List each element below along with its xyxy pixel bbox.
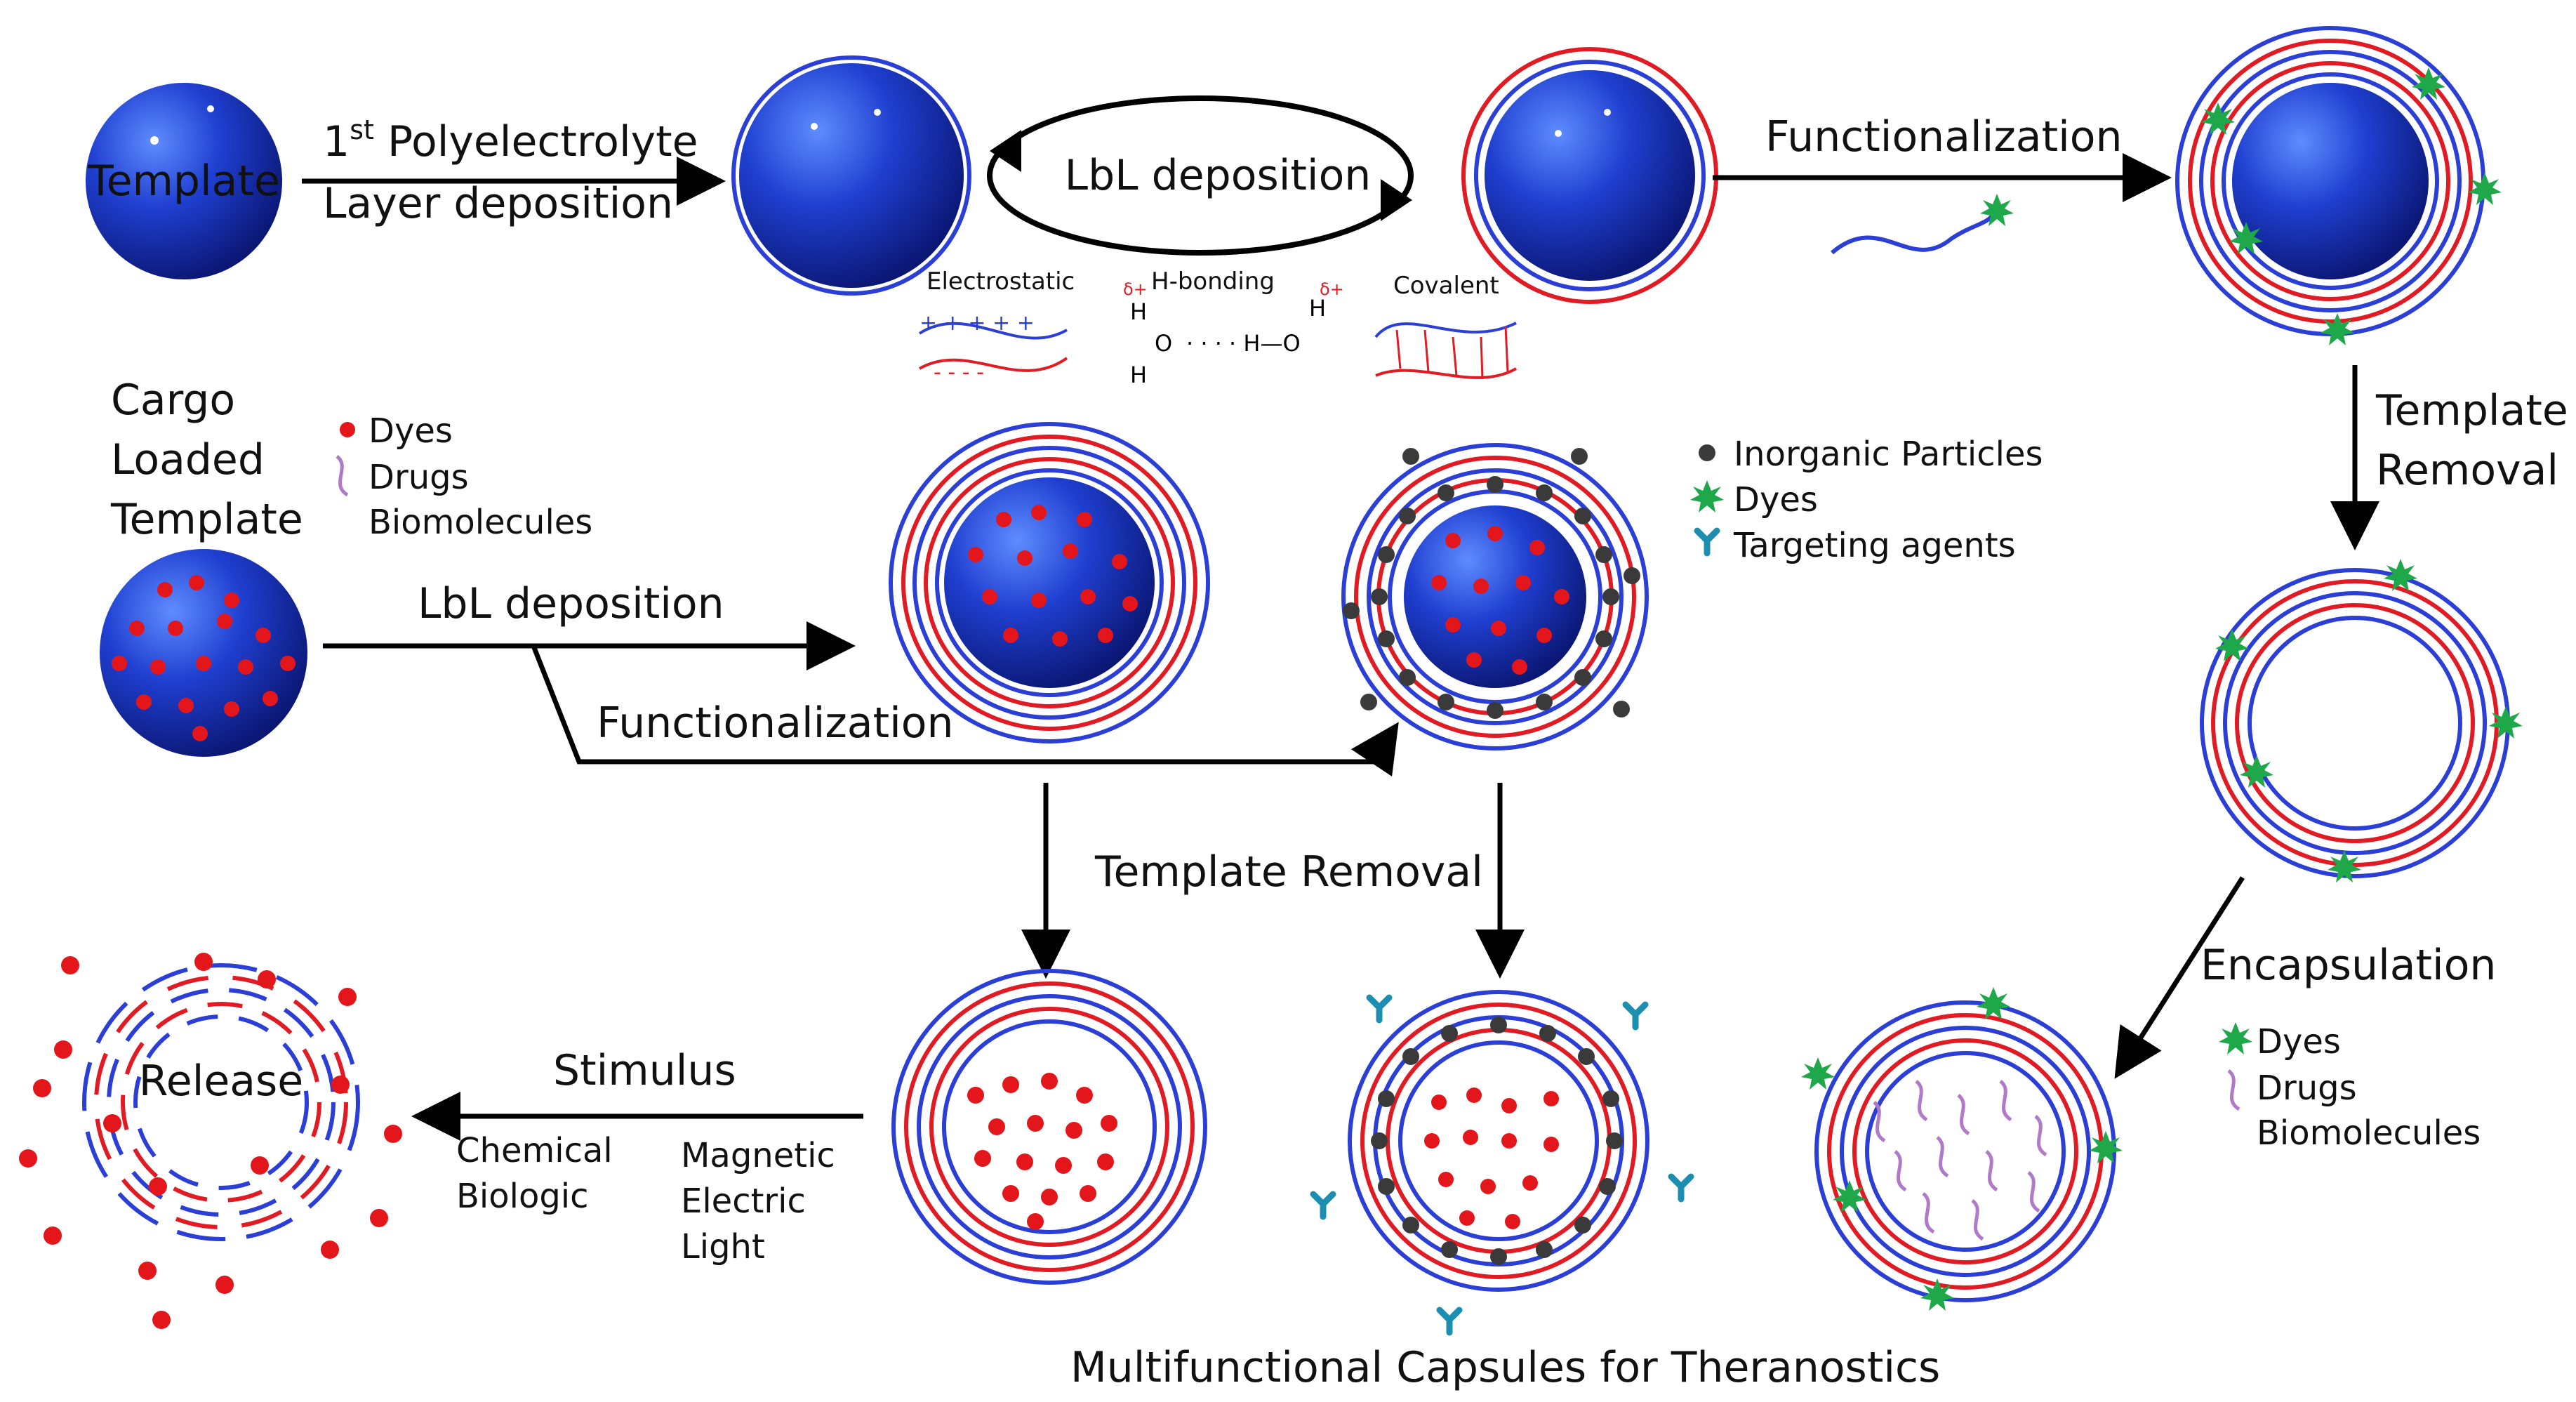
lbl-mid-label: LbL deposition bbox=[418, 579, 724, 628]
svg-text:Biomolecules: Biomolecules bbox=[2257, 1113, 2481, 1153]
stimulus-label: Stimulus bbox=[553, 1046, 736, 1095]
caption: Multifunctional Capsules for Theranostic… bbox=[1070, 1343, 1940, 1392]
template-removal-right-label-2: Removal bbox=[2376, 446, 2558, 495]
svg-text:Electrostatic: Electrostatic bbox=[927, 267, 1075, 296]
functionalization-top-label: Functionalization bbox=[1765, 112, 2123, 161]
svg-text:Dyes: Dyes bbox=[2257, 1022, 2341, 1062]
stimulus-chemical: Chemical bbox=[456, 1131, 613, 1170]
capsule-multifunctional bbox=[1313, 990, 1691, 1332]
capsule-loaded-lbl bbox=[889, 422, 1210, 743]
first-layer-label-2: Layer deposition bbox=[323, 179, 673, 228]
functionalization-mid-label: Functionalization bbox=[597, 699, 954, 748]
stimulus-light: Light bbox=[681, 1227, 765, 1267]
svg-text:Drugs: Drugs bbox=[369, 458, 469, 497]
template-removal-right-label-1: Template bbox=[2375, 386, 2568, 435]
svg-text:· · · · H—O: · · · · H—O bbox=[1186, 330, 1301, 357]
svg-text:- - - -: - - - - bbox=[934, 360, 984, 385]
svg-text:δ+: δ+ bbox=[1123, 279, 1148, 299]
stimulus-biologic: Biologic bbox=[456, 1177, 589, 1216]
svg-text:H-bonding: H-bonding bbox=[1151, 267, 1275, 296]
legend-right: Inorganic Particles Dyes Targeting agent… bbox=[1690, 435, 2043, 565]
interaction-covalent: Covalent bbox=[1374, 272, 1518, 380]
sphere-functionalized bbox=[2175, 26, 2502, 345]
cargo-label-2: Loaded bbox=[111, 435, 265, 484]
functionalization-mid-arrow bbox=[531, 644, 1399, 777]
legend-encap: Dyes Drugs Biomolecules bbox=[2219, 1022, 2481, 1153]
sphere-one-layer bbox=[731, 55, 971, 296]
svg-text:Dyes: Dyes bbox=[369, 411, 453, 451]
svg-text:H: H bbox=[1130, 298, 1147, 325]
release-label: Release bbox=[139, 1057, 303, 1106]
polymer-chain bbox=[1831, 213, 1996, 255]
svg-text:Biomolecules: Biomolecules bbox=[369, 503, 592, 542]
capsule-encapsulated bbox=[1801, 987, 2123, 1311]
encapsulation-arrow bbox=[2114, 876, 2245, 1079]
svg-text:+ + + + +: + + + + + bbox=[919, 311, 1035, 336]
svg-text:Drugs: Drugs bbox=[2257, 1069, 2357, 1108]
legend-left: Dyes Drugs Biomolecules bbox=[336, 411, 592, 542]
stimulus-magnetic: Magnetic bbox=[681, 1136, 835, 1175]
encapsulation-label: Encapsulation bbox=[2200, 941, 2496, 990]
svg-text:δ+: δ+ bbox=[1320, 279, 1344, 299]
interaction-electrostatic: Electrostatic + + + + + - - - - bbox=[918, 267, 1075, 385]
svg-text:Dyes: Dyes bbox=[1734, 480, 1818, 520]
svg-text:Inorganic Particles: Inorganic Particles bbox=[1734, 435, 2043, 474]
template-removal-mid-label: Template Removal bbox=[1094, 847, 1483, 897]
cargo-label-1: Cargo bbox=[111, 376, 235, 425]
sphere-two-layers bbox=[1461, 47, 1718, 304]
capsule-loaded-particles bbox=[1341, 443, 1649, 750]
template-sphere: Template bbox=[86, 83, 282, 279]
svg-text:O: O bbox=[1155, 330, 1172, 357]
template-label: Template bbox=[87, 157, 280, 206]
svg-text:H: H bbox=[1309, 295, 1326, 322]
first-layer-label-1: 1st Polyelectrolyte bbox=[323, 114, 698, 166]
hollow-capsule bbox=[2200, 559, 2523, 882]
capsule-cargo bbox=[891, 969, 1207, 1285]
lbl-cycle: LbL deposition bbox=[987, 95, 1414, 256]
lbl-cycle-label: LbL deposition bbox=[1065, 151, 1372, 200]
svg-text:Targeting agents: Targeting agents bbox=[1733, 526, 2016, 565]
interaction-h-bonding: H-bonding H O H · · · · H—O H δ+ δ+ bbox=[1123, 267, 1344, 388]
svg-text:H: H bbox=[1130, 362, 1147, 388]
release-capsule: Release bbox=[19, 953, 402, 1329]
cargo-label-3: Template bbox=[110, 495, 303, 544]
svg-text:Covalent: Covalent bbox=[1393, 272, 1499, 300]
cargo-loaded-sphere bbox=[100, 549, 307, 757]
stimulus-electric: Electric bbox=[681, 1182, 806, 1221]
